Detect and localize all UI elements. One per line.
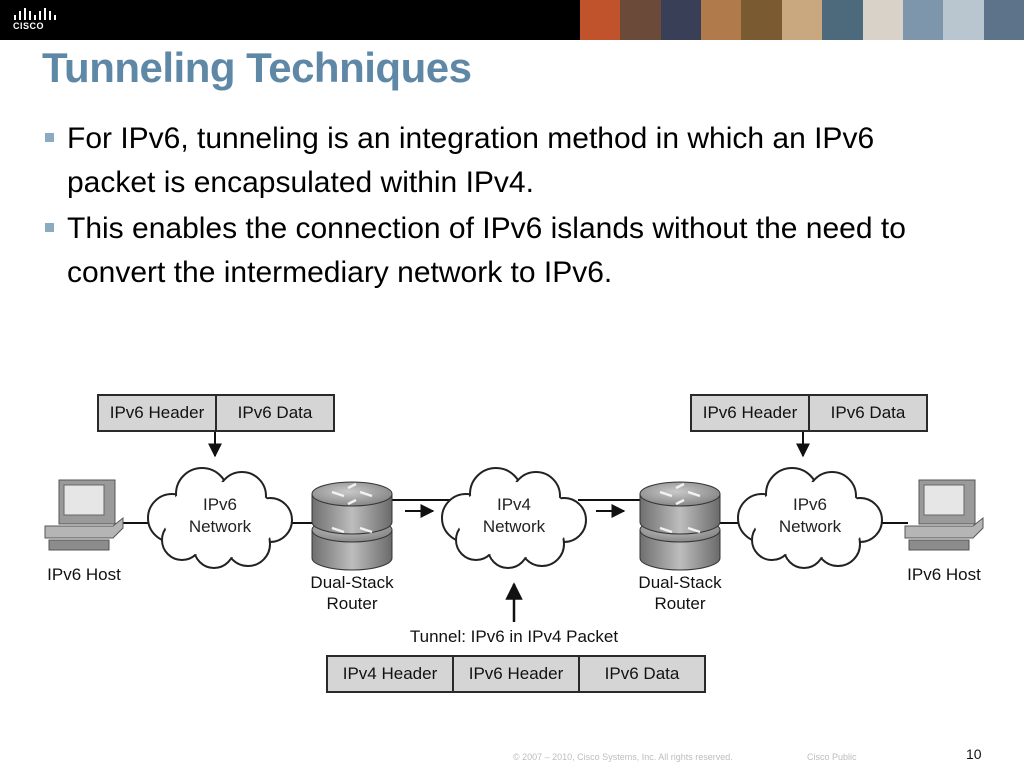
bullet-square-icon xyxy=(45,223,54,232)
bullet-item: This enables the connection of IPv6 isla… xyxy=(42,207,962,295)
cisco-logo: CISCO xyxy=(12,5,62,35)
header-photo-tile xyxy=(741,0,782,40)
bullet-list: For IPv6, tunneling is an integration me… xyxy=(42,117,962,297)
router-icon xyxy=(311,481,393,571)
header-photo-tile xyxy=(660,0,702,40)
packet-cell-ipv6-data: IPv6 Data xyxy=(215,396,333,430)
packet-cell-ipv6-header: IPv6 Header xyxy=(452,657,578,691)
header-photo-tile xyxy=(943,0,984,40)
footer-classification: Cisco Public xyxy=(807,752,857,762)
bullet-square-icon xyxy=(45,133,54,142)
packet-cell-ipv4-header: IPv4 Header xyxy=(342,664,438,683)
right-router-label: Dual-Stack Router xyxy=(625,572,735,614)
header-photo-tile xyxy=(822,0,863,40)
connection-lines xyxy=(122,499,908,524)
right-ipv6-packet: IPv6 Header IPv6 Data xyxy=(690,394,928,432)
tunneling-diagram: IPv6 Header IPv6 Data IPv6 Header IPv6 D… xyxy=(0,380,1024,710)
header-photo-tile xyxy=(620,0,661,40)
header-banner: CISCO xyxy=(0,0,1024,40)
bullet-item: For IPv6, tunneling is an integration me… xyxy=(42,117,962,205)
router-icon xyxy=(639,481,721,571)
bullet-text: For IPv6, tunneling is an integration me… xyxy=(67,122,875,199)
cloud-label-line: Network xyxy=(778,517,842,536)
right-host-label: IPv6 Host xyxy=(907,565,981,584)
packet-cell-ipv6-header: IPv6 Header xyxy=(702,403,798,422)
center-cloud-label: IPv4 Network xyxy=(464,494,564,538)
slide-title: Tunneling Techniques xyxy=(42,44,472,91)
packet-cell-ipv6-header: IPv6 Header xyxy=(109,403,205,422)
footer-copyright: © 2007 – 2010, Cisco Systems, Inc. All r… xyxy=(513,752,733,762)
right-cloud-label: IPv6 Network xyxy=(760,494,860,538)
header-photo-tile xyxy=(862,0,903,40)
tunnel-packet: IPv4 Header IPv6 Header IPv6 Data xyxy=(326,655,706,693)
cloud-icon xyxy=(737,467,883,569)
header-photo-tile xyxy=(580,0,621,40)
router-label-line: Router xyxy=(654,594,706,613)
router-label-line: Router xyxy=(326,594,378,613)
cloud-icon xyxy=(147,467,293,569)
left-router-label: Dual-Stack Router xyxy=(297,572,407,614)
computer-icon xyxy=(904,479,984,551)
left-cloud-label: IPv6 Network xyxy=(170,494,270,538)
cloud-label-line: Network xyxy=(188,517,252,536)
computer-icon xyxy=(44,479,124,551)
router-label-line: Dual-Stack xyxy=(638,573,722,592)
left-host-label: IPv6 Host xyxy=(47,565,121,584)
page-number: 10 xyxy=(966,746,982,762)
diagram-graphics xyxy=(44,432,984,622)
bullet-text: This enables the connection of IPv6 isla… xyxy=(67,212,906,289)
header-photo-tile xyxy=(781,0,823,40)
header-photo-strip xyxy=(580,0,1024,40)
cisco-logo-icon xyxy=(14,8,56,20)
logo-text: CISCO xyxy=(13,21,45,31)
tunnel-label: Tunnel: IPv6 in IPv4 Packet xyxy=(409,627,619,646)
cloud-label-line: IPv6 xyxy=(792,495,828,514)
header-photo-tile xyxy=(983,0,1024,40)
cloud-label-line: IPv4 xyxy=(496,495,532,514)
arrows xyxy=(208,432,810,622)
cloud-label-line: Network xyxy=(482,517,546,536)
header-photo-tile xyxy=(701,0,742,40)
packet-cell-ipv6-data: IPv6 Data xyxy=(578,657,704,691)
left-ipv6-packet: IPv6 Header IPv6 Data xyxy=(97,394,335,432)
cloud-icon xyxy=(441,467,587,569)
cloud-label-line: IPv6 xyxy=(202,495,238,514)
header-photo-tile xyxy=(902,0,944,40)
packet-cell-ipv6-data: IPv6 Data xyxy=(808,396,926,430)
router-label-line: Dual-Stack xyxy=(310,573,394,592)
